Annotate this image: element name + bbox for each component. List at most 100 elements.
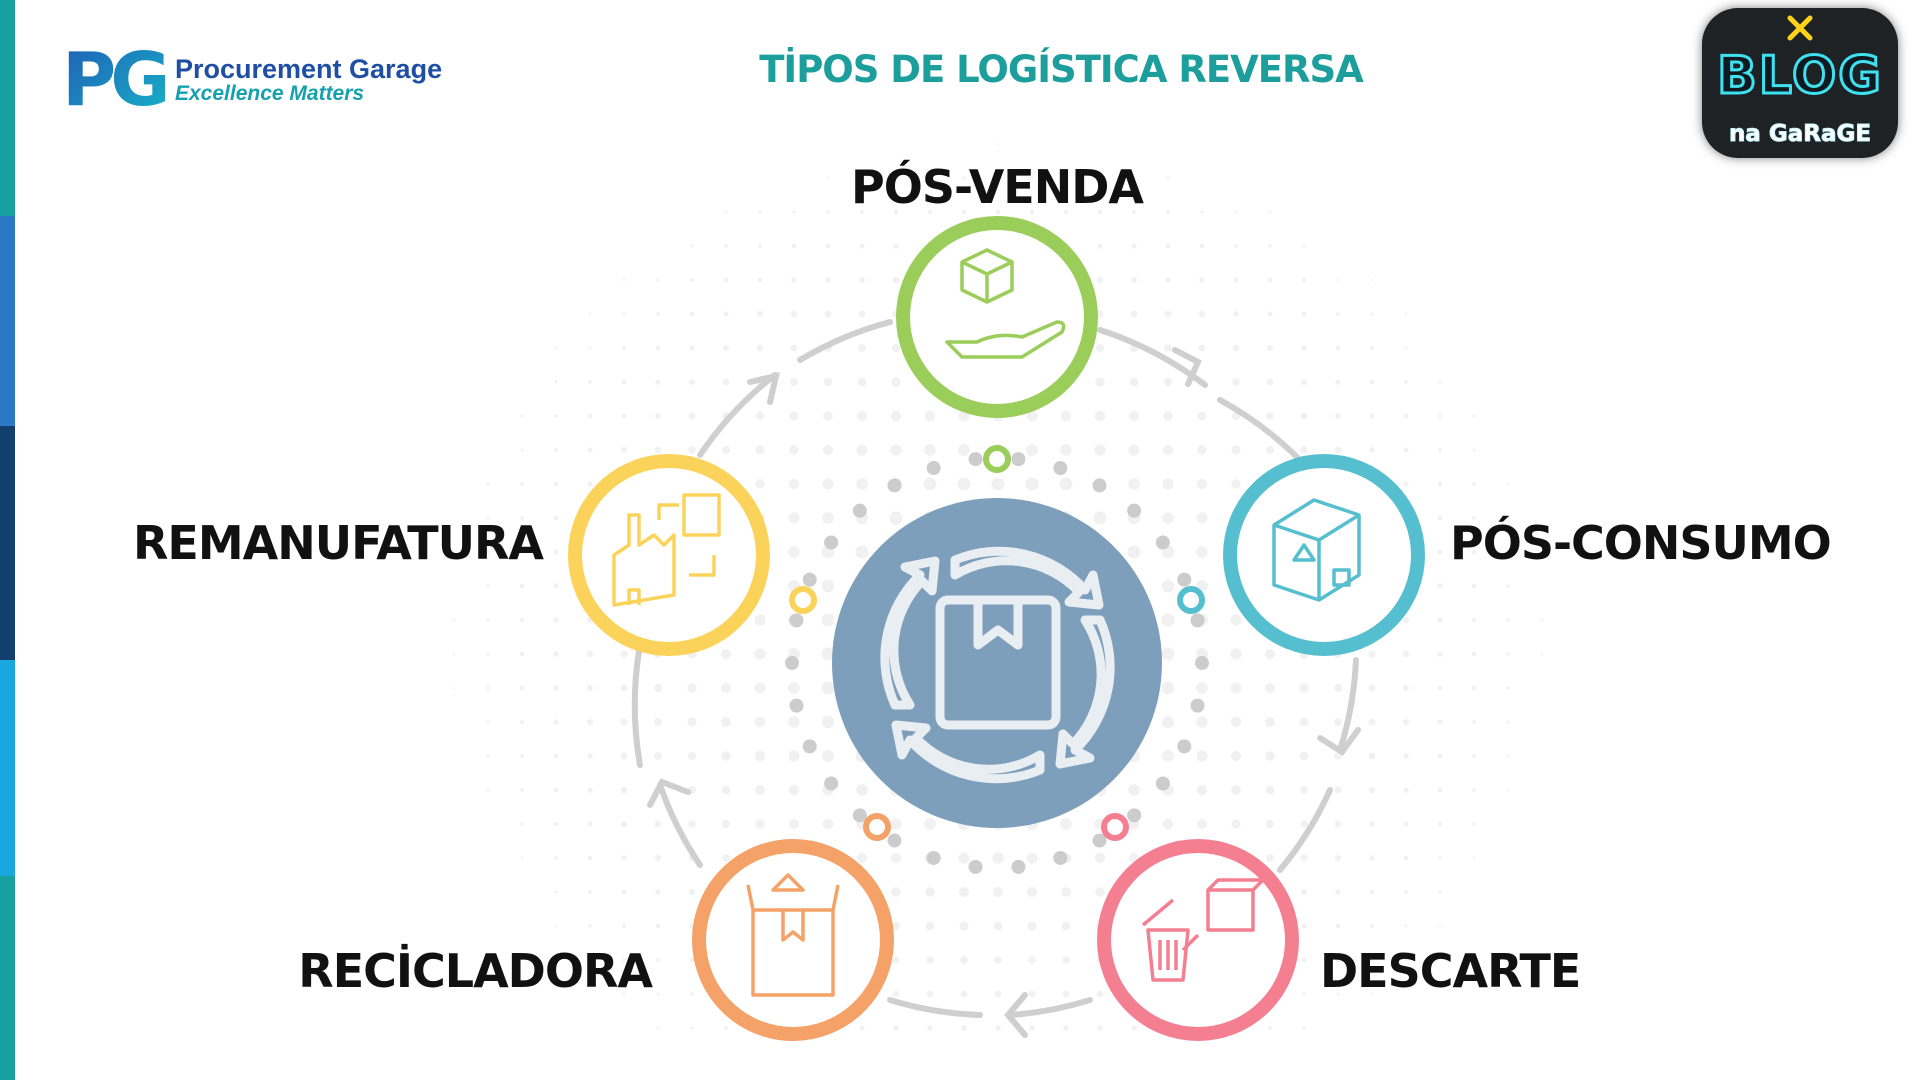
bg-dot (1096, 310, 1104, 318)
bg-dot (519, 685, 525, 691)
bg-dot (1472, 856, 1476, 860)
bg-dot (655, 889, 661, 895)
bg-dot (621, 855, 627, 861)
label-pos-venda: PÓS-VENDA (851, 160, 1144, 214)
logo-tagline: Excellence Matters (174, 82, 365, 106)
ring-dot (852, 808, 867, 823)
bg-dot (1403, 753, 1409, 759)
bg-dot (1334, 854, 1342, 862)
ring-dot (1053, 850, 1068, 865)
bg-dot (486, 482, 490, 486)
bg-dot (1131, 1025, 1137, 1031)
bg-dot (486, 652, 490, 656)
bg-dot (1268, 244, 1272, 248)
bg-dot (654, 718, 662, 726)
bg-dot (925, 887, 935, 897)
bg-dot (1162, 512, 1174, 524)
bg-dot (1231, 445, 1241, 455)
bg-dot (991, 477, 1005, 491)
bg-dot (1095, 343, 1105, 353)
bg-dot (1264, 682, 1276, 694)
bg-dot (789, 411, 799, 421)
bg-dot (1060, 444, 1072, 456)
bg-dot (1265, 445, 1275, 455)
bg-dot (1230, 682, 1242, 694)
bg-dot (1472, 788, 1476, 792)
bg-dot (724, 210, 728, 214)
bg-dot (1404, 890, 1408, 894)
bg-dot (958, 852, 970, 864)
bg-dot (1267, 277, 1273, 283)
bg-dot (1026, 852, 1038, 864)
bg-dot (1301, 345, 1307, 351)
bg-dot (893, 209, 899, 215)
bg-dot (588, 890, 592, 894)
bg-dot (1096, 990, 1104, 998)
bg-dot (721, 819, 731, 829)
bg-dot (960, 956, 968, 964)
ring-dot (1190, 698, 1205, 713)
hand-box-icon (945, 248, 1066, 359)
bg-dot (519, 583, 525, 589)
bg-dot (1060, 818, 1072, 830)
bg-dot (654, 752, 662, 760)
bg-dot (452, 686, 456, 690)
bg-dot (1334, 820, 1342, 828)
bg-dot (655, 379, 661, 385)
arrow-icon (647, 778, 691, 808)
bg-dot (1264, 648, 1276, 660)
bg-dot (1060, 410, 1072, 422)
bg-dot (754, 716, 766, 728)
bg-dot (1301, 923, 1307, 929)
node-ring (1223, 454, 1425, 656)
bg-dot (622, 992, 626, 996)
bg-dot (1368, 684, 1376, 692)
bg-dot (890, 852, 902, 864)
bg-dot (587, 481, 593, 487)
label-pos-consumo: PÓS-CONSUMO (1450, 516, 1832, 570)
bg-dot (587, 787, 593, 793)
bg-dot (1268, 1026, 1272, 1030)
bg-dot (822, 478, 834, 490)
bg-dot (1369, 889, 1375, 895)
bg-dot (891, 377, 901, 387)
bg-dot (823, 377, 833, 387)
bg-dot (855, 545, 869, 559)
node-ring (1097, 839, 1299, 1041)
bg-dot (554, 380, 558, 384)
bg-dot (1161, 613, 1175, 627)
bg-dot (859, 209, 865, 215)
bg-dot (1267, 311, 1273, 317)
bg-dot (1471, 583, 1477, 589)
bg-dot (957, 477, 971, 491)
ring-dot (802, 572, 817, 587)
bg-dot (553, 719, 559, 725)
bg-dot (822, 444, 834, 456)
bg-dot (654, 446, 662, 454)
connector-dot (1101, 813, 1129, 841)
bg-dot (894, 176, 898, 180)
ring-dot (852, 503, 867, 518)
side-stripe-5 (0, 876, 15, 1080)
bg-dot (1234, 244, 1238, 248)
factory-icon (612, 493, 721, 607)
bg-dot (856, 852, 868, 864)
bg-dot (690, 1026, 694, 1030)
bg-dot (1129, 411, 1139, 421)
bg-dot (486, 618, 490, 622)
bg-dot (996, 176, 1000, 180)
bg-dot (1437, 753, 1443, 759)
bg-dot (1300, 820, 1308, 828)
bg-dot (1131, 243, 1137, 249)
bg-dot (923, 477, 937, 491)
bg-dot (1369, 379, 1375, 385)
bg-dot (1370, 346, 1374, 350)
bg-dot (822, 750, 834, 762)
bg-dot (754, 750, 766, 762)
bg-dot (1437, 447, 1443, 453)
bg-dot (1098, 176, 1102, 180)
bg-dot (1230, 614, 1242, 626)
bg-dot (821, 579, 835, 593)
bg-dot (486, 516, 490, 520)
bg-dot (755, 819, 765, 829)
